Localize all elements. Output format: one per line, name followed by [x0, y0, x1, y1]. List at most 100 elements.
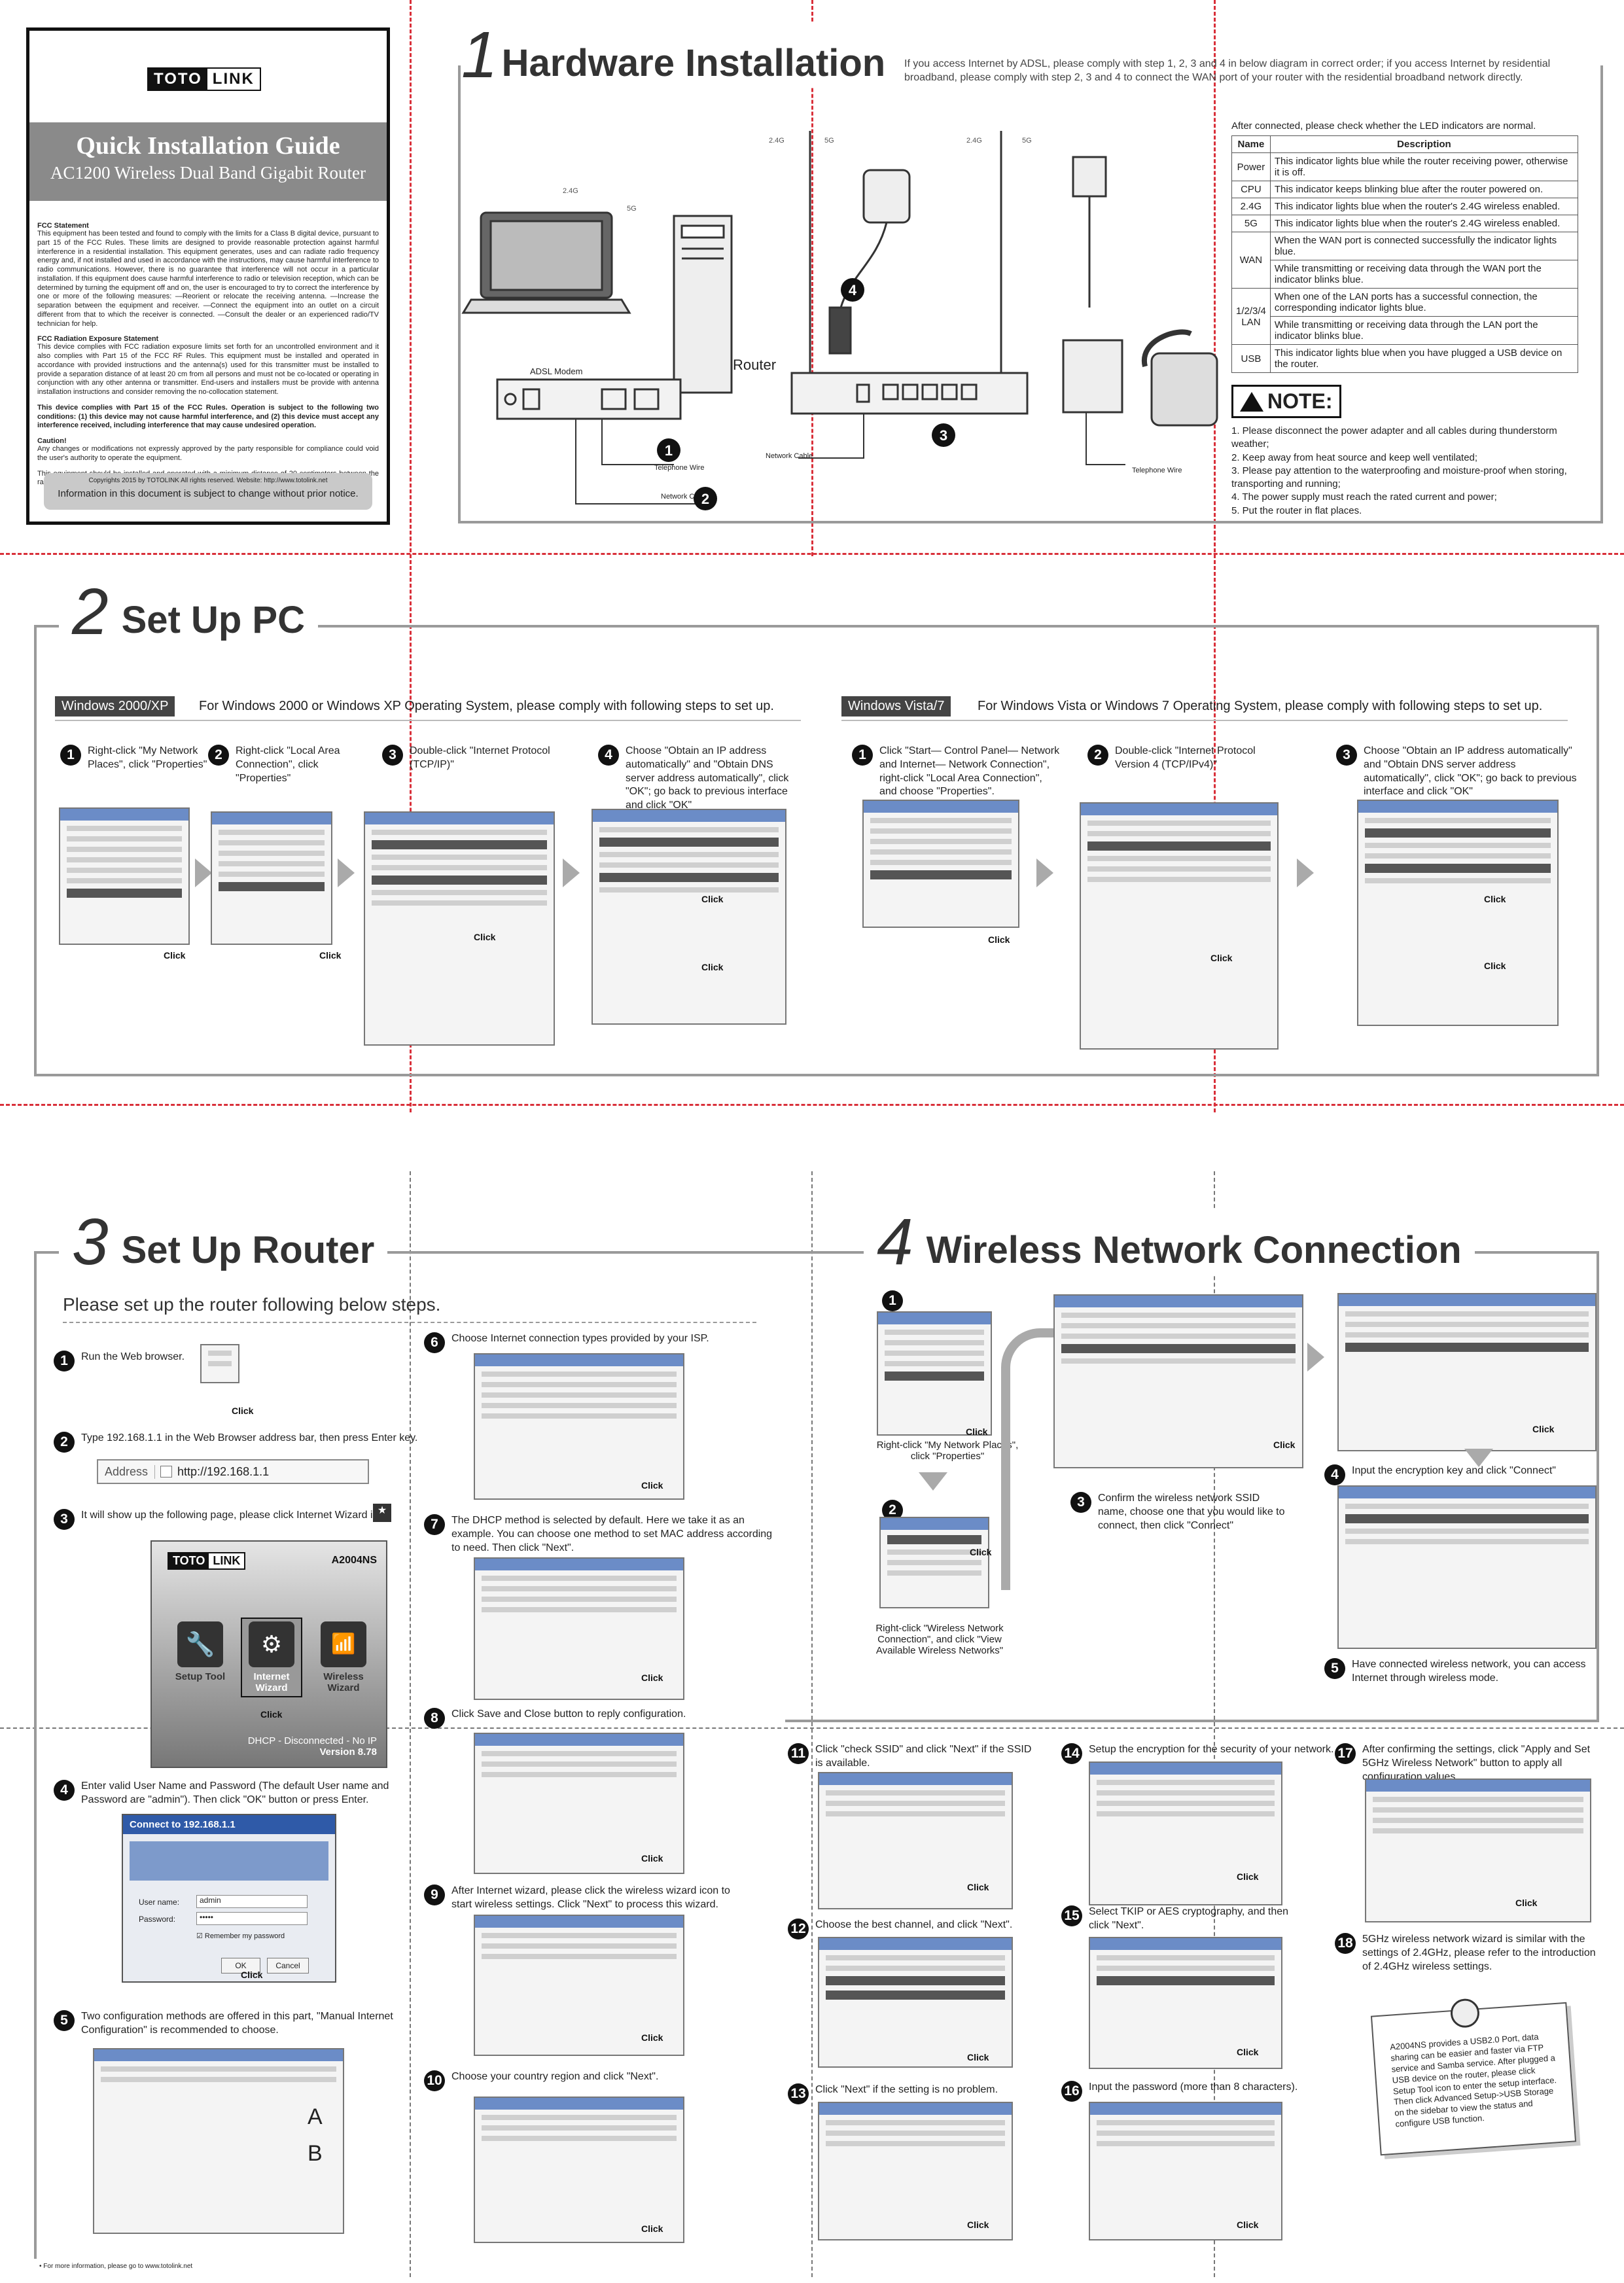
cancel-button[interactable]: Cancel	[267, 1958, 309, 1973]
fold-line	[0, 1104, 1624, 1106]
section2-title: Set Up PC	[121, 599, 305, 641]
login-banner	[130, 1841, 328, 1881]
led-desc: When one of the LAN ports has a successf…	[1269, 288, 1579, 317]
section3-number: 3	[72, 1205, 109, 1279]
telephone-wire-label-2: Telephone Wire	[1132, 467, 1182, 474]
section3-title: Set Up Router	[121, 1229, 375, 1271]
note-item: 4. The power supply must reach the rated…	[1231, 491, 1497, 503]
router-icon	[790, 131, 1029, 415]
step-badge-4: 4	[841, 278, 864, 302]
vista-screenshot-2	[1080, 802, 1279, 1050]
led-name: 5G	[1231, 215, 1271, 232]
cover-title-band: Quick Installation Guide AC1200 Wireless…	[29, 122, 387, 201]
click-label: Click	[970, 1547, 992, 1557]
ok-button[interactable]: OK	[221, 1958, 260, 1973]
arrow-right-icon	[563, 858, 580, 887]
fold-line	[811, 1171, 813, 2277]
note-item: 1. Please disconnect the power adapter a…	[1231, 425, 1557, 450]
click-label: Click	[967, 2052, 989, 2062]
user-field[interactable]: admin	[196, 1895, 308, 1908]
wireless-wizard-shot	[474, 1915, 684, 2056]
caution-heading: Caution!	[37, 437, 67, 445]
note-item: 5. Put the router in flat places.	[1231, 504, 1362, 516]
wifi-step-1-text: Right-click "My Network Places", click "…	[876, 1440, 1019, 1462]
band-24-label-3: 2.4G	[966, 137, 982, 145]
click-label: Click	[241, 1970, 263, 1980]
led-name: 1/2/3/4 LAN	[1231, 288, 1271, 345]
click-label: Click	[641, 1853, 663, 1864]
fold-line	[410, 1171, 411, 2277]
user-label: User name:	[139, 1898, 180, 1907]
wireless-wizard-button[interactable]: 📶 Wireless Wizard	[314, 1621, 373, 1693]
remember-checkbox[interactable]: ☑ Remember my password	[196, 1932, 285, 1940]
modem-icon	[496, 378, 682, 420]
arrow-right-icon	[1036, 858, 1053, 887]
led-desc: This indicator keeps blinking blue after…	[1269, 181, 1579, 198]
wizard-shot-17	[1365, 1779, 1591, 1922]
vista-tag: Windows Vista/7	[841, 696, 951, 717]
click-label: Click	[988, 934, 1010, 945]
section4-title: Wireless Network Connection	[926, 1229, 1462, 1271]
option-b: B	[308, 2141, 323, 2166]
led-name: Power	[1231, 152, 1271, 181]
fold-line	[410, 0, 412, 1112]
band-24-label: 2.4G	[563, 187, 578, 195]
band-5-label-3: 5G	[1022, 137, 1032, 145]
wifi-shot-5	[1337, 1485, 1597, 1649]
notes-list: 1. Please disconnect the power adapter a…	[1231, 425, 1578, 518]
col-desc: Description	[1269, 135, 1579, 153]
step-badge-3: 3	[932, 423, 955, 447]
usb-note-text: A2004NS provides a USB2.0 Port, data sha…	[1389, 2031, 1557, 2129]
click-label: Click	[967, 2220, 989, 2230]
login-title: Connect to 192.168.1.1	[123, 1815, 335, 1834]
click-label: Click	[474, 932, 496, 942]
setup-tool-button[interactable]: 🔧 Setup Tool	[174, 1621, 226, 1682]
led-section: After connected, please check whether th…	[1231, 120, 1579, 518]
section1-number: 1	[461, 18, 498, 92]
fold-line	[0, 1727, 1624, 1729]
arrow-down-icon	[919, 1472, 947, 1491]
wizard-shot-11	[818, 1772, 1013, 1909]
address-bar[interactable]: Address http://192.168.1.1	[97, 1459, 369, 1484]
wifi-shot-4	[1337, 1293, 1597, 1451]
router-label: Router	[733, 357, 776, 373]
click-label: Click	[260, 1709, 283, 1720]
vista-screenshot-1	[862, 800, 1019, 928]
password-field[interactable]: •••••	[196, 1912, 308, 1925]
section3-frame	[34, 1251, 786, 2259]
led-desc: This indicator lights blue when you have…	[1269, 344, 1579, 373]
browser-icon-shot	[200, 1344, 239, 1383]
xp-screenshot-4	[591, 809, 786, 1025]
vista-instruction: For Windows Vista or Windows 7 Operating…	[978, 699, 1543, 713]
wifi-step-2-text: Right-click "Wireless Network Connection…	[875, 1623, 1004, 1656]
led-desc: This indicator lights blue when the rout…	[1269, 215, 1579, 232]
arrow-down-icon	[1464, 1449, 1493, 1467]
arrow-right-icon	[338, 858, 355, 887]
cables	[575, 412, 1125, 504]
pushpin-icon	[1449, 1998, 1481, 2029]
svg-text:3: 3	[940, 427, 947, 444]
led-name: WAN	[1231, 232, 1271, 289]
band-5-label: 5G	[627, 205, 637, 213]
model-label: A2004NS	[331, 1555, 377, 1566]
cover-subtitle: AC1200 Wireless Dual Band Gigabit Router	[50, 163, 366, 183]
internet-wizard-button[interactable]: ⚙ Internet Wizard	[241, 1618, 302, 1697]
xp-underline	[55, 720, 801, 721]
brand-left: TOTO	[149, 69, 207, 90]
led-name: USB	[1231, 344, 1271, 373]
